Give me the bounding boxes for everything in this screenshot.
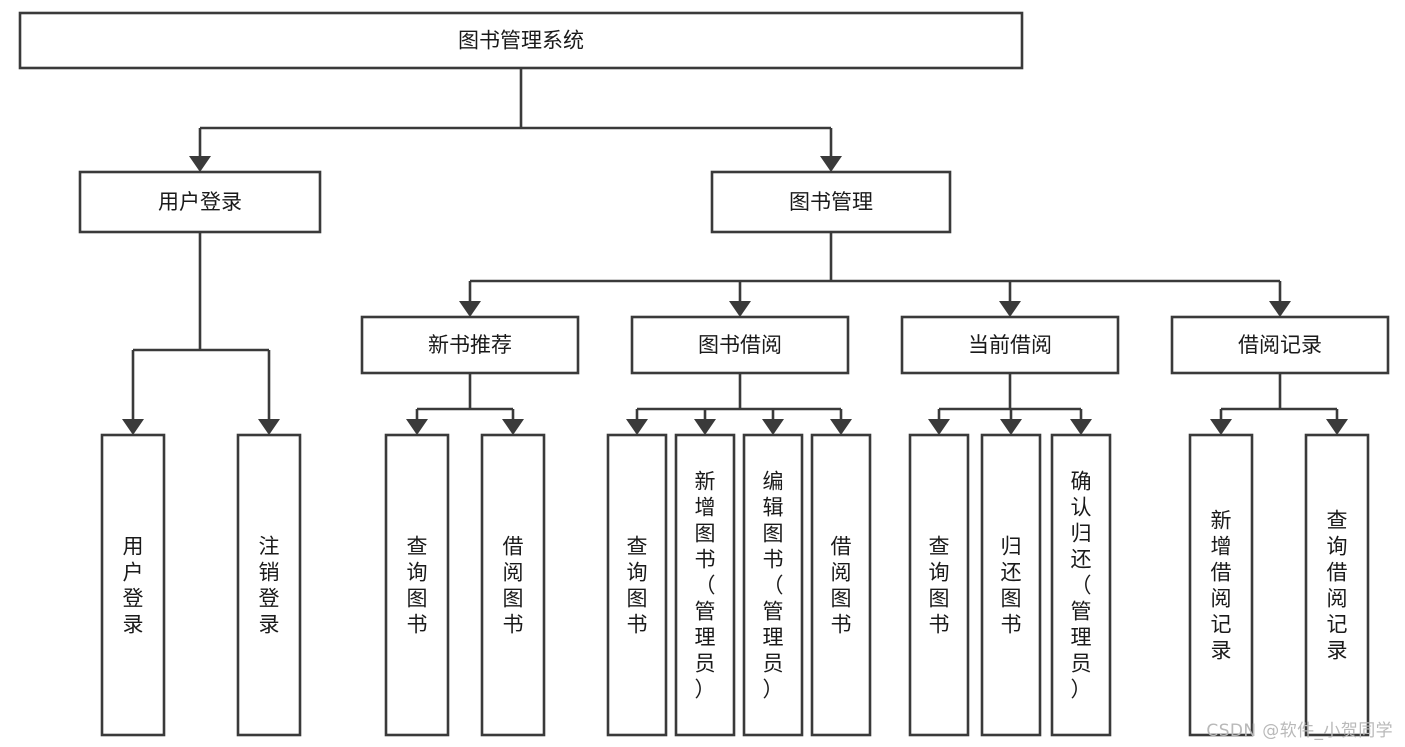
node-box	[674, 433, 736, 737]
node-label: 借阅图书	[831, 534, 852, 636]
node-box	[980, 433, 1042, 737]
node-label: 用户登录	[123, 534, 144, 636]
node-current-3[interactable]: 确认归还（管理员）	[1050, 433, 1112, 737]
node-label: 图书管理	[789, 190, 873, 214]
node-records-2[interactable]: 查询借阅记录	[1304, 433, 1370, 737]
node-label: 查询图书	[929, 534, 950, 636]
node-borrow-3[interactable]: 编辑图书（管理员）	[742, 433, 804, 737]
arrow-head-icon	[830, 419, 852, 435]
arrow-head-icon	[729, 301, 751, 317]
node-box	[710, 170, 952, 234]
arrow-head-icon	[1269, 301, 1291, 317]
node-label: 用户登录	[158, 190, 242, 214]
node-box	[742, 433, 804, 737]
node-label: 当前借阅	[968, 333, 1052, 357]
node-box	[1170, 315, 1390, 375]
node-login-2[interactable]: 注销登录	[236, 433, 302, 737]
node-login[interactable]: 用户登录	[78, 170, 322, 234]
node-box	[1304, 433, 1370, 737]
node-records-1[interactable]: 新增借阅记录	[1188, 433, 1254, 737]
node-label: 查询借阅记录	[1327, 508, 1348, 662]
node-current-2[interactable]: 归还图书	[980, 433, 1042, 737]
node-borrow-1[interactable]: 查询图书	[606, 433, 668, 737]
arrow-head-icon	[1000, 419, 1022, 435]
node-box	[606, 433, 668, 737]
node-root[interactable]: 图书管理系统	[18, 11, 1024, 70]
node-box	[360, 315, 580, 375]
nodes-layer: 图书管理系统用户登录图书管理新书推荐图书借阅当前借阅借阅记录用户登录注销登录查询…	[18, 11, 1390, 737]
node-box	[236, 433, 302, 737]
node-login-1[interactable]: 用户登录	[100, 433, 166, 737]
node-label: 查询图书	[407, 534, 428, 636]
node-newbook-2[interactable]: 借阅图书	[480, 433, 546, 737]
node-label: 新书推荐	[428, 333, 512, 357]
arrow-head-icon	[820, 156, 842, 172]
node-box	[908, 433, 970, 737]
arrow-head-icon	[406, 419, 428, 435]
node-box	[1050, 433, 1112, 737]
arrow-head-icon	[1070, 419, 1092, 435]
node-label: 借阅图书	[503, 534, 524, 636]
arrow-head-icon	[762, 419, 784, 435]
node-current[interactable]: 当前借阅	[900, 315, 1120, 375]
arrow-head-icon	[258, 419, 280, 435]
arrow-head-icon	[928, 419, 950, 435]
arrow-head-icon	[1210, 419, 1232, 435]
node-current-1[interactable]: 查询图书	[908, 433, 970, 737]
arrow-head-icon	[694, 419, 716, 435]
node-label: 注销登录	[259, 534, 280, 636]
node-box	[1188, 433, 1254, 737]
arrow-head-icon	[122, 419, 144, 435]
node-box	[810, 433, 872, 737]
node-label: 编辑图书（管理员）	[763, 469, 784, 701]
node-label: 归还图书	[1001, 534, 1022, 636]
node-box	[384, 433, 450, 737]
node-label: 新增图书（管理员）	[695, 469, 716, 701]
arrow-head-icon	[502, 419, 524, 435]
node-box	[78, 170, 322, 234]
node-label: 借阅记录	[1238, 333, 1322, 357]
node-borrow-2[interactable]: 新增图书（管理员）	[674, 433, 736, 737]
node-label: 新增借阅记录	[1211, 508, 1232, 662]
node-newbook[interactable]: 新书推荐	[360, 315, 580, 375]
node-bookmgmt[interactable]: 图书管理	[710, 170, 952, 234]
node-box	[480, 433, 546, 737]
node-records[interactable]: 借阅记录	[1170, 315, 1390, 375]
node-label: 确认归还（管理员）	[1071, 469, 1092, 701]
connectors-layer	[122, 68, 1348, 435]
node-box	[18, 11, 1024, 70]
node-label: 图书借阅	[698, 333, 782, 357]
arrow-head-icon	[189, 156, 211, 172]
node-label: 图书管理系统	[458, 29, 584, 53]
node-newbook-1[interactable]: 查询图书	[384, 433, 450, 737]
node-box	[630, 315, 850, 375]
arrow-head-icon	[999, 301, 1021, 317]
arrow-head-icon	[459, 301, 481, 317]
node-box	[100, 433, 166, 737]
arrow-head-icon	[1326, 419, 1348, 435]
node-borrow[interactable]: 图书借阅	[630, 315, 850, 375]
node-box	[900, 315, 1120, 375]
node-label: 查询图书	[627, 534, 648, 636]
node-borrow-4[interactable]: 借阅图书	[810, 433, 872, 737]
arrow-head-icon	[626, 419, 648, 435]
